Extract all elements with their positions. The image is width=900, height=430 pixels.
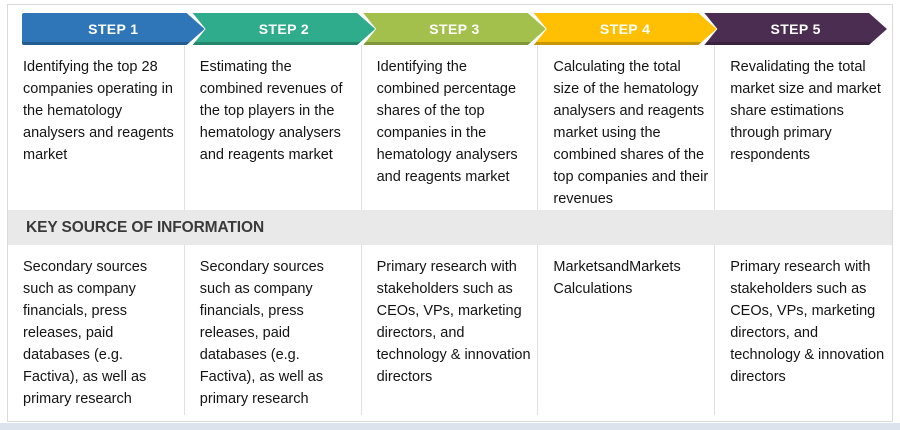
step-2-description-cell: Estimating the combined revenues of the … [185, 45, 362, 210]
step-2-key-source: Secondary sources such as company financ… [199, 259, 324, 407]
step-3-description-cell: Identifying the combined percentage shar… [362, 45, 539, 210]
diagram-frame: STEP 1 STEP 2 STEP 3 STEP 4 STEP 5 Ident… [7, 4, 893, 422]
step-4-key-source-cell: MarketsandMarkets Calculations [538, 245, 716, 415]
step-5-description-cell: Revalidating the total market size and m… [715, 45, 892, 210]
step-arrow-1: STEP 1 [22, 13, 205, 45]
step-arrow-5: STEP 5 [704, 13, 887, 45]
step-2-label: STEP 2 [258, 21, 310, 37]
step-5-description: Revalidating the total market size and m… [730, 59, 881, 163]
step-1-key-source-cell: Secondary sources such as company financ… [8, 245, 185, 415]
step-arrow-row: STEP 1 STEP 2 STEP 3 STEP 4 STEP 5 [22, 13, 887, 45]
step-arrow-2: STEP 2 [193, 13, 376, 45]
step-1-description-cell: Identifying the top 28 companies operati… [8, 45, 185, 210]
step-3-key-source: Primary research with stakeholders such … [376, 259, 531, 385]
step-arrow-3: STEP 3 [363, 13, 546, 45]
step-2-description: Estimating the combined revenues of the … [199, 59, 343, 163]
step-3-description: Identifying the combined percentage shar… [376, 59, 518, 185]
step-4-key-source: MarketsandMarkets Calculations [553, 259, 681, 297]
step-1-label: STEP 1 [88, 21, 139, 37]
step-1-description: Identifying the top 28 companies operati… [23, 59, 174, 163]
step-arrow-4: STEP 4 [534, 13, 717, 45]
key-source-header: KEY SOURCE OF INFORMATION [26, 218, 265, 236]
step-4-description-cell: Calculating the total size of the hemato… [538, 45, 716, 210]
bottom-strip [0, 423, 900, 430]
key-source-band: KEY SOURCE OF INFORMATION [8, 210, 892, 245]
step-2-key-source-cell: Secondary sources such as company financ… [185, 245, 362, 415]
step-5-key-source-cell: Primary research with stakeholders such … [715, 245, 892, 415]
step-3-label: STEP 3 [429, 21, 480, 37]
key-source-row: Secondary sources such as company financ… [8, 245, 892, 415]
step-1-key-source: Secondary sources such as company financ… [23, 259, 148, 407]
step-3-key-source-cell: Primary research with stakeholders such … [362, 245, 539, 415]
step-4-description: Calculating the total size of the hemato… [553, 59, 709, 207]
step-description-row: Identifying the top 28 companies operati… [8, 45, 892, 210]
step-5-label: STEP 5 [770, 21, 821, 37]
step-4-label: STEP 4 [599, 21, 651, 37]
step-5-key-source: Primary research with stakeholders such … [730, 259, 885, 385]
